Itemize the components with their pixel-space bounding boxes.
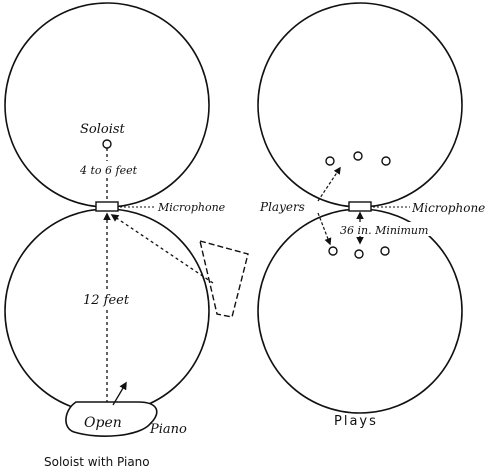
far-distance-label-bg xyxy=(82,290,128,307)
player-marker xyxy=(328,246,338,256)
right-figure: Players Microphone 36 in. Minimum Plays xyxy=(257,2,485,429)
near-distance-label: 4 to 6 feet xyxy=(79,164,138,177)
piano-label: Piano xyxy=(149,422,187,437)
piano-lid-arrow xyxy=(112,381,127,406)
player-marker xyxy=(381,156,391,166)
player-marker xyxy=(380,246,390,256)
right-upper-pickup-circle xyxy=(257,2,463,208)
right-microphone-label: Microphone xyxy=(411,201,485,215)
player-marker xyxy=(325,156,335,166)
soloist-label: Soloist xyxy=(80,122,126,137)
near-distance-label-bg xyxy=(80,161,136,177)
left-figure-caption: Soloist with Piano xyxy=(44,455,150,469)
players-label: Players xyxy=(259,200,305,214)
right-microphone xyxy=(348,201,372,212)
soloist-position-marker xyxy=(102,139,112,149)
player-marker xyxy=(354,249,364,259)
auxiliary-position-outline xyxy=(199,240,249,318)
far-distance-label: 12 feet xyxy=(83,293,130,308)
left-figure: Soloist 4 to 6 feet Microphone 12 feet O… xyxy=(4,2,249,469)
piano-outline xyxy=(65,401,158,437)
left-microphone xyxy=(95,201,119,212)
left-microphone-label: Microphone xyxy=(157,201,226,214)
right-figure-caption: Plays xyxy=(334,414,378,429)
spacing-label: 36 in. Minimum xyxy=(340,224,428,237)
players-arrow-down xyxy=(317,212,332,246)
players-arrow-up xyxy=(317,166,341,202)
reflection-path-line xyxy=(110,214,214,284)
piano-lid-label: Open xyxy=(84,415,122,431)
player-marker xyxy=(353,151,363,161)
spacing-label-bg xyxy=(339,222,435,236)
